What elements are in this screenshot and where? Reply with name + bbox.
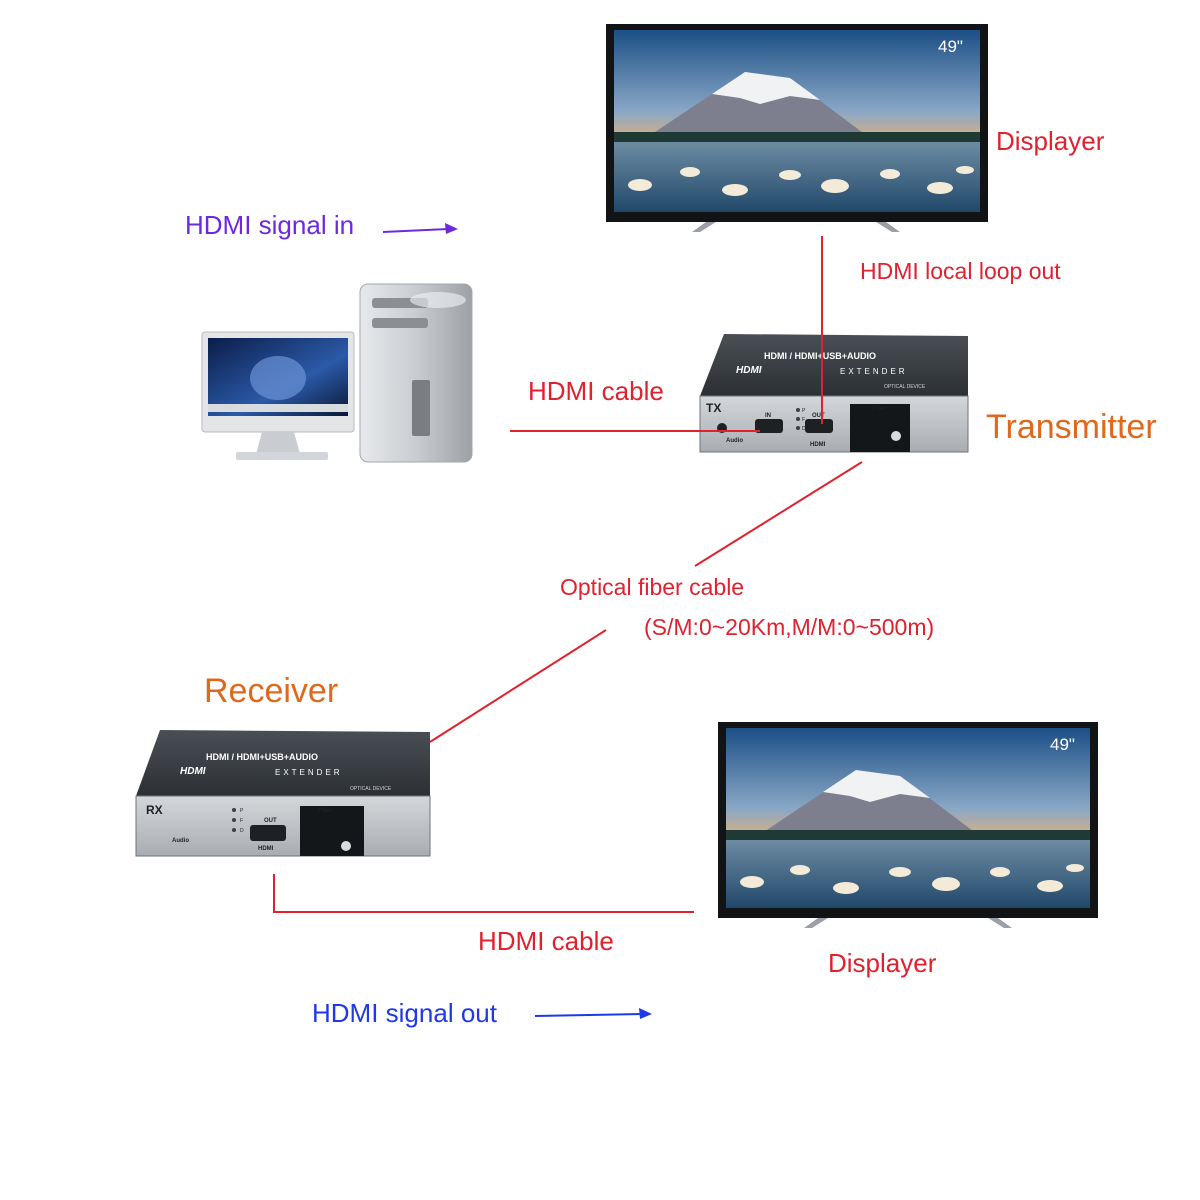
label-hdmi-cable-top: HDMI cable [528,376,664,406]
receiver-device-text: HDMI / HDMI+USB+AUDIO HDMI EXTENDER OPTI… [146,752,392,852]
label-transmitter: Transmitter [986,408,1157,446]
rx-led-p: P [240,808,244,814]
label-hdmi-signal-out: HDMI signal out [312,998,497,1028]
fiber-cable-upper [694,461,863,567]
label-fiber-distance: (S/M:0~20Km,M/M:0~500m) [644,614,935,640]
tx-tag: TX [706,401,721,415]
label-hdmi-cable-bottom: HDMI cable [478,926,614,956]
rx-port-hdmi: HDMI [258,846,274,852]
label-hdmi-local-loop-out: HDMI local loop out [860,258,1061,284]
tx-fiber: Fiber [872,406,887,412]
receiver-device [135,730,431,857]
tx-led-f: F [802,417,805,423]
rx-tag: RX [146,803,163,817]
label-receiver: Receiver [204,672,339,710]
tx-top-text: HDMI / HDMI+USB+AUDIO [764,351,876,361]
tx-port-in: IN [765,413,771,419]
tx-extender: EXTENDER [840,367,908,376]
tx-port-hdmi: HDMI [810,442,826,448]
hdmi-output-cable [273,874,694,913]
top-tv-size-badge: 49" [938,37,963,56]
transmitter-device-text: HDMI / HDMI+USB+AUDIO HDMI EXTENDER OPTI… [706,351,926,448]
top-tv [606,24,988,232]
tx-brand: HDMI [736,365,762,376]
rx-audio: Audio [172,838,189,844]
rx-extender: EXTENDER [275,768,343,777]
label-hdmi-signal-in: HDMI signal in [185,210,355,240]
computer-monitor [201,331,355,460]
tx-audio: Audio [726,438,743,444]
tx-port-out: OUT [812,413,825,419]
rx-port-out: OUT [264,818,277,824]
label-optical-fiber-cable: Optical fiber cable [560,574,745,600]
rx-top-text: HDMI / HDMI+USB+AUDIO [206,752,318,762]
tx-optical: OPTICAL DEVICE [884,384,926,390]
rx-optical: OPTICAL DEVICE [350,786,392,792]
computer-tower [359,283,473,463]
rx-brand: HDMI [180,766,206,777]
rx-led-d: D [240,828,244,834]
transmitter-device [699,334,969,453]
fiber-cable-lower [429,629,607,743]
label-displayer-top: Displayer [996,126,1105,156]
rx-fiber: Fiber [318,808,333,814]
bottom-tv [718,722,1098,928]
rx-led-f: F [240,818,243,824]
bottom-tv-size-badge: 49" [1050,735,1075,754]
tx-led-p: P [802,408,806,414]
label-displayer-bottom: Displayer [828,948,937,978]
tx-led-d: D [802,426,806,432]
signal-out-arrow [534,1008,652,1019]
signal-in-arrow [382,223,458,234]
